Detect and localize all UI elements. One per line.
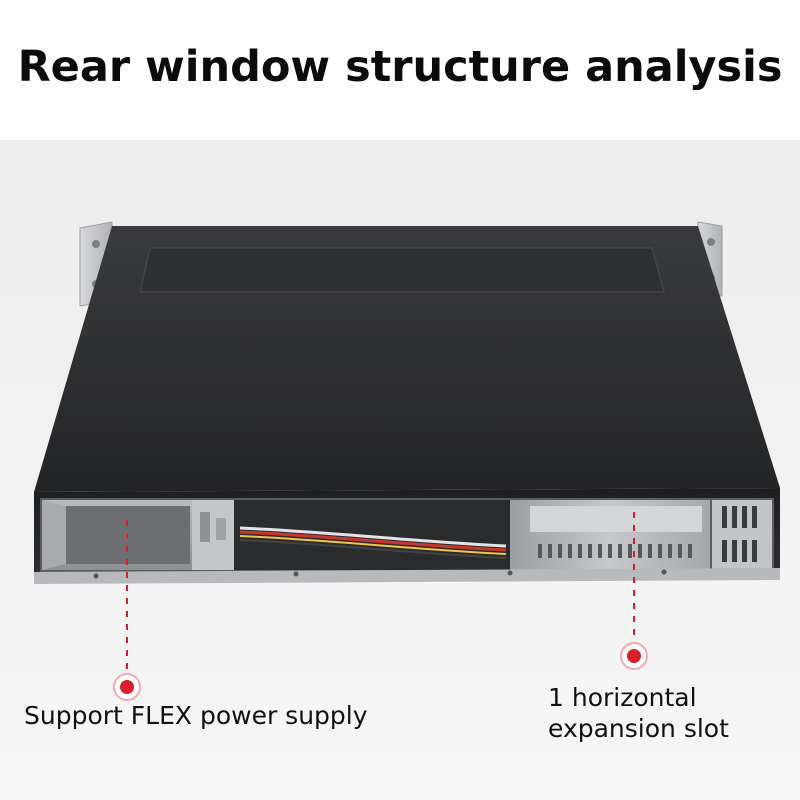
expansion-slot-marker <box>620 642 648 670</box>
expansion-slot-label-line1: 1 horizontal <box>548 683 697 712</box>
expansion-slot-label: 1 horizontal expansion slot <box>548 682 788 745</box>
expansion-slot-area <box>510 500 710 570</box>
lid-recess <box>139 247 665 293</box>
internal-bracket <box>192 500 234 570</box>
chassis-bottom-lip <box>34 568 780 584</box>
page-title: Rear window structure analysis <box>17 42 783 92</box>
vent-panel <box>712 500 772 570</box>
internal-cables <box>234 500 510 570</box>
power-supply-label: Support FLEX power supply <box>24 701 368 730</box>
power-supply-bay <box>42 500 192 570</box>
expansion-slot-label-line2: expansion slot <box>548 714 729 744</box>
power-supply-marker <box>113 673 141 701</box>
